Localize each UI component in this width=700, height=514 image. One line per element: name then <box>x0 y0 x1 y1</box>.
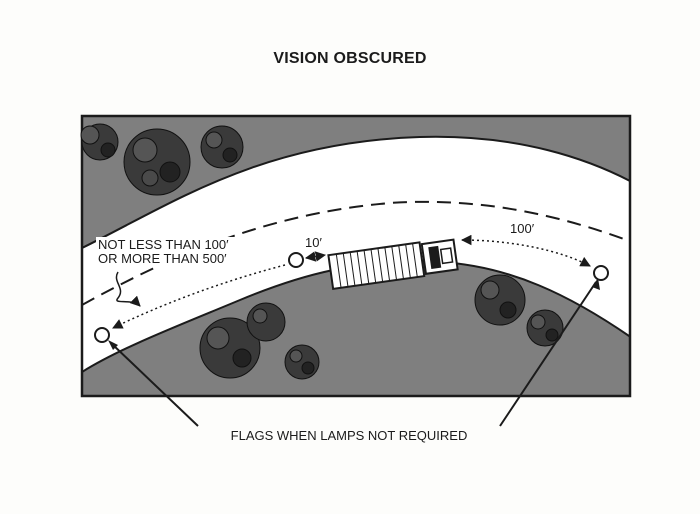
flag-pointer-right-arrowhead <box>592 278 600 290</box>
distance-label-bg <box>96 237 274 267</box>
cab-hood <box>439 247 454 265</box>
tree-icon <box>284 344 320 380</box>
ten-ft-label: 10′ <box>305 235 322 250</box>
trailer-ribs <box>335 243 418 288</box>
distance-label-leader <box>115 271 141 307</box>
flag-pointer-left <box>111 343 199 427</box>
tree-icon <box>199 317 261 379</box>
road-center-line <box>82 200 630 306</box>
trees <box>80 123 564 380</box>
tree-icon <box>123 128 191 196</box>
flag-marker-front <box>593 265 609 281</box>
distance-label-line2: OR MORE THAN 500′ <box>98 251 227 266</box>
truck <box>327 238 459 291</box>
tree-icon <box>80 123 119 161</box>
diagram-title: VISION OBSCURED <box>273 50 427 67</box>
distance-arrow-hundred-ft <box>460 234 591 267</box>
flag-marker-near-truck <box>288 252 304 268</box>
tree-icon <box>246 302 286 342</box>
flag-marker-far-left <box>94 327 110 343</box>
flag-pointer-left-arrowhead <box>108 340 118 350</box>
tree-icon <box>526 309 564 347</box>
distance-label-line1: NOT LESS THAN 100′ <box>98 237 229 252</box>
cab-window <box>428 245 442 270</box>
diagram-frame <box>80 114 632 398</box>
tree-icon <box>474 274 526 326</box>
distance-arrow-ten-ft <box>304 251 327 262</box>
flag-pointer-right <box>499 281 597 427</box>
hundred-ft-label: 100′ <box>510 221 535 236</box>
flags-caption: FLAGS WHEN LAMPS NOT REQUIRED <box>231 428 468 443</box>
tree-icon <box>200 125 244 169</box>
